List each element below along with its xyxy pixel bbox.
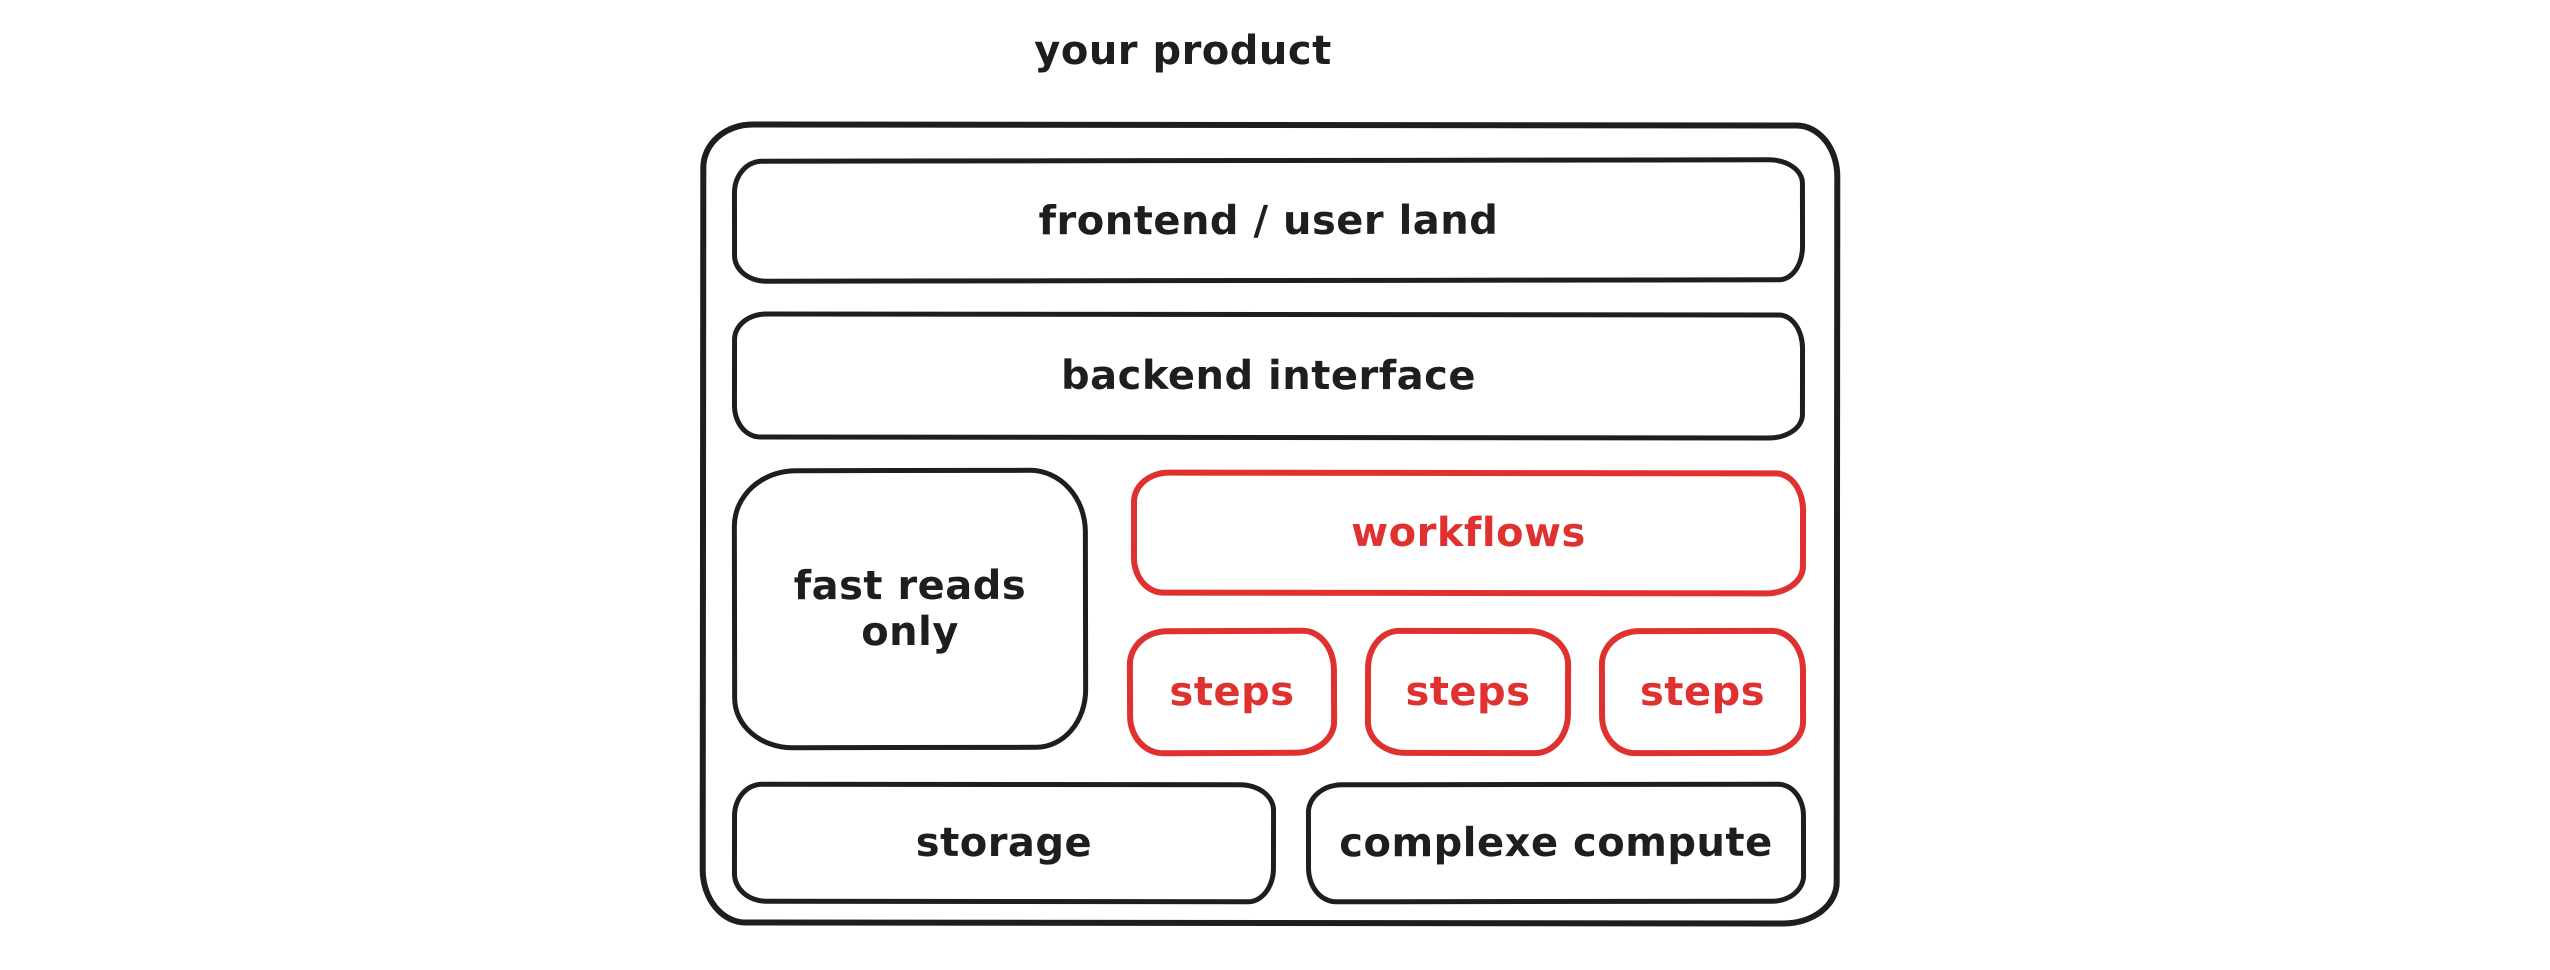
steps-label: steps [1639,668,1766,716]
storage-label: storage [915,819,1093,867]
steps-box-3: steps [1598,627,1807,757]
workflows-label: workflows [1351,509,1586,557]
complexe-compute-box: complexe compute [1305,781,1807,905]
steps-label: steps [1405,668,1531,716]
steps-label: steps [1169,668,1295,716]
diagram-title: your product [1034,28,1332,74]
backend-interface-label: backend interface [1061,352,1476,400]
storage-box: storage [731,781,1277,905]
workflows-box: workflows [1130,469,1807,597]
complexe-compute-label: complexe compute [1339,819,1773,867]
fast-reads-only-box: fast reads only [731,467,1089,751]
frontend-label: frontend / user land [1038,197,1499,244]
backend-interface-box: backend interface [731,311,1806,441]
frontend-box: frontend / user land [731,157,1806,284]
steps-box-1: steps [1126,627,1338,757]
steps-box-2: steps [1364,627,1572,757]
fast-reads-only-label: fast reads only [793,562,1027,656]
